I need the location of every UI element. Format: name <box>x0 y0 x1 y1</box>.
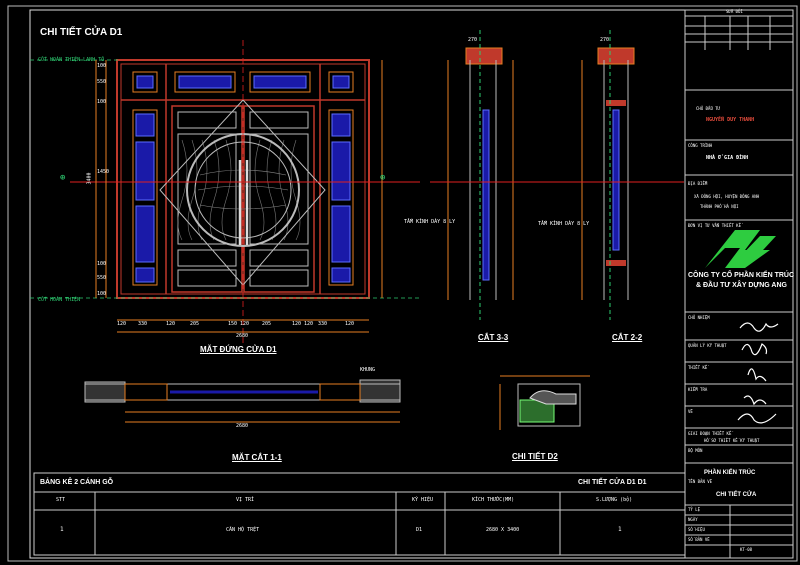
section-1-1-title: MẶT CẮT 1-1 <box>232 453 282 462</box>
detail-title: CHI TIẾT CỬA D1 <box>40 27 123 38</box>
row-symbol: D1 <box>416 527 423 533</box>
door-elevation <box>30 40 420 345</box>
center-mark-icon-2: ⊕ <box>380 173 386 183</box>
tb-location-1: XÃ ĐÔNG HỘI, HUYỆN ĐÔNG ANH <box>694 194 760 199</box>
tb-project-label: CÔNG TRÌNH <box>688 143 713 148</box>
row-position: CĂN HỘ TRỆT <box>226 527 260 533</box>
elevation-vdim-4: 100 <box>97 261 107 267</box>
elevation-dim-1: 330 <box>138 321 148 327</box>
col-header-size: KÍCH THƯỚC(MM) <box>472 497 515 503</box>
drawing-border <box>29 9 686 559</box>
tb-date-label: NGÀY <box>688 517 698 522</box>
elevation-vdim-6: 100 <box>97 291 107 297</box>
detail-d2 <box>499 375 590 430</box>
section-3-3 <box>430 30 560 320</box>
section-2-2-title: CẮT 2-2 <box>612 333 643 342</box>
col-header-qty: S.LƯỢNG (bộ) <box>596 497 633 503</box>
section-3-3-title: CẮT 3-3 <box>478 333 509 342</box>
tb-drawing-label: TÊN BẢN VẼ <box>688 479 713 484</box>
tb-sheet-number: KT-08 <box>740 547 753 552</box>
tb-stage-value: HỒ SƠ THIẾT KẾ KỸ THUẬT <box>704 438 760 443</box>
elevation-dim-2: 120 <box>166 321 176 327</box>
tb-owner-name: NGUYỄN DUY THANH <box>706 117 755 123</box>
tb-role-3: THIẾT KẾ <box>688 365 708 370</box>
title-block-lines <box>684 9 794 559</box>
elevation-dim-7: 330 <box>318 321 328 327</box>
elevation-vdim-2: 100 <box>97 99 107 105</box>
col-header-symbol: KÝ HIỆU <box>412 497 434 503</box>
company-logo-icon <box>705 230 776 268</box>
elevation-dim-8: 120 <box>345 321 355 327</box>
tb-discipline: PHẦN KIẾN TRÚC <box>704 470 756 476</box>
signature-marks <box>737 322 779 424</box>
elevation-dim-6: 120 120 <box>292 321 314 327</box>
tb-role-5: VẼ <box>688 409 693 414</box>
elevation-title: MẶT ĐỨNG CỬA D1 <box>200 345 277 354</box>
tb-company-line-1: CÔNG TY CỔ PHẦN KIẾN TRÚC <box>688 272 795 279</box>
elevation-dim-3: 205 <box>190 321 200 327</box>
tb-company-line-2: & ĐẦU TƯ XÂY DỰNG ANG <box>696 282 787 289</box>
elevation-total-height: 3400 <box>86 172 93 185</box>
elevation-vdim-5: 550 <box>97 275 107 281</box>
section-2-2 <box>560 30 684 320</box>
elevation-vdim-3: 1450 <box>97 169 110 175</box>
tb-role-1: CHỦ NHIỆM <box>688 315 710 320</box>
center-mark-icon: ⊕ <box>60 173 66 183</box>
s33-top-dim: 270 <box>468 37 478 43</box>
table-right-title: CHI TIẾT CỬA D1 D1 <box>578 479 647 486</box>
detail-d2-title: CHI TIẾT D2 <box>512 452 558 461</box>
tb-role-4: KIỂM TRA <box>688 387 708 392</box>
row-qty: 1 <box>618 526 622 533</box>
floor-level-label: CỐT HOÀN THIỆN <box>38 297 81 303</box>
tb-location-2: THÀNH PHỐ HÀ NỘI <box>700 204 739 209</box>
tb-stage-label: GIAI ĐOẠN THIẾT KẾ <box>688 431 732 436</box>
tb-owner-label: CHỦ ĐẦU TƯ <box>696 106 721 111</box>
elevation-vdim-0: 100 <box>97 63 107 69</box>
tb-drawing-name: CHI TIẾT CỬA <box>716 492 757 498</box>
tb-sheet-label: SỐ BẢN VẼ <box>688 537 710 542</box>
elevation-total-width: 2680 <box>236 333 249 339</box>
tb-consultant-label: ĐƠN VỊ TƯ VẤN THIẾT KẾ <box>688 223 741 228</box>
section-total-width: 2680 <box>236 423 249 429</box>
row-stt: 1 <box>60 526 64 533</box>
section-label-2: KHUNG <box>360 367 376 373</box>
table-project-title: BẢNG KÊ 2 CÁNH GỖ <box>40 479 114 486</box>
elevation-dim-4: 150 120 <box>228 321 250 327</box>
col-header-stt: STT <box>56 497 66 503</box>
s33-note: TẤM KÍNH DÀY 8 LY <box>404 219 456 225</box>
section-1-1 <box>84 379 401 423</box>
tb-location-label: ĐỊA ĐIỂM <box>688 181 708 186</box>
col-header-position: VỊ TRÍ <box>236 497 255 503</box>
tb-project-name: NHÀ Ở GIA ĐÌNH <box>706 155 749 161</box>
tb-scale-label: TỶ LỆ <box>688 507 701 512</box>
tb-number-label: SỐ HIỆU <box>688 527 705 532</box>
elevation-vdim-1: 550 <box>97 79 107 85</box>
elevation-dim-0: 120 <box>117 321 127 327</box>
sheet-frame <box>7 5 798 562</box>
row-size: 2680 X 3400 <box>486 527 520 533</box>
tb-section-label: BỘ MÔN <box>688 448 703 453</box>
elevation-dim-5: 205 <box>262 321 272 327</box>
tb-role-2: QUẢN LÝ KỸ THUẬT <box>688 343 727 348</box>
s22-note: TẤM KÍNH DÀY 8 LY <box>538 221 590 227</box>
s22-top-dim: 270 <box>600 37 610 43</box>
tb-revision-header: SỬA ĐỔI <box>726 9 743 14</box>
top-level-label: CỐT HOÀN THIỆN LANH TÔ <box>38 57 105 63</box>
